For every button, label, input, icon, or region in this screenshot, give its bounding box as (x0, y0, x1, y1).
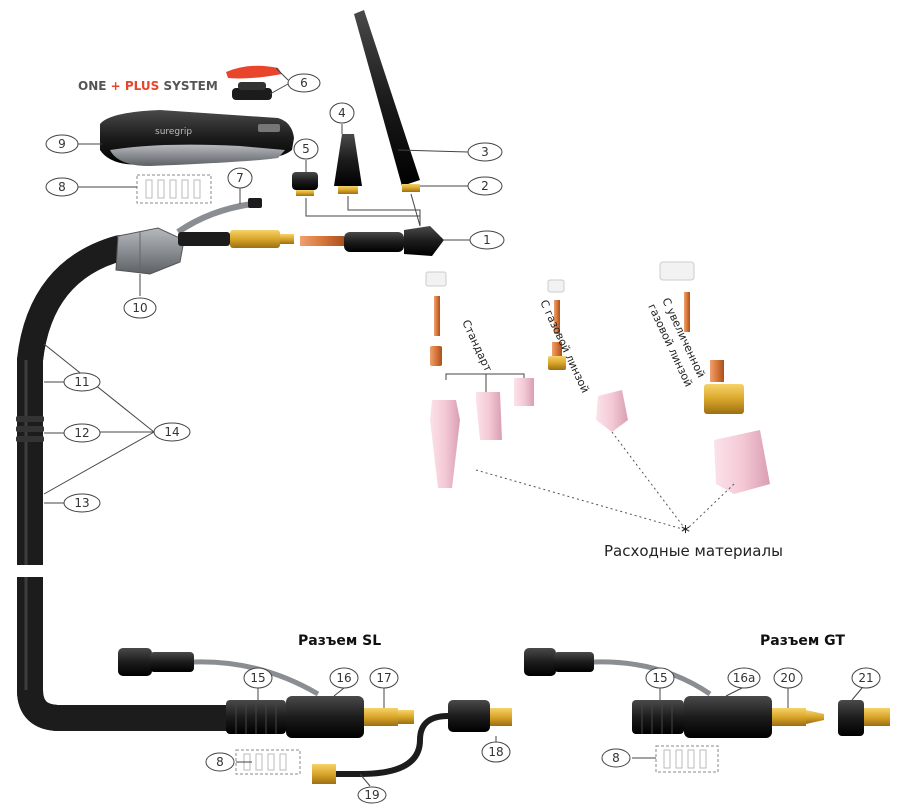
svg-text:11: 11 (74, 375, 89, 389)
consumables-label: Расходные материалы (604, 542, 783, 560)
callout-5: 5 (293, 138, 319, 160)
svg-text:18: 18 (488, 745, 503, 759)
logo-system: SYSTEM (163, 79, 217, 93)
svg-text:9: 9 (58, 137, 66, 151)
svg-text:8: 8 (216, 755, 224, 769)
part-5-back-cap-short (292, 172, 318, 196)
callout-12: 12 (63, 423, 101, 443)
group-label-standard: Стандарт (459, 318, 495, 375)
svg-text:4: 4 (338, 106, 346, 120)
svg-text:16a: 16a (733, 671, 756, 685)
callout-19: 19 (357, 786, 387, 804)
hose-brass-fitting (178, 230, 294, 248)
svg-text:14: 14 (164, 425, 179, 439)
part-18-19-gas-adaptor-hose (312, 700, 512, 784)
svg-text:17: 17 (376, 671, 391, 685)
part-8-rings-gt (655, 745, 719, 773)
callout-15-gt: 15 (645, 667, 675, 689)
callout-21: 21 (851, 667, 881, 689)
callout-17: 17 (369, 667, 399, 689)
hose-assembly (10, 235, 243, 731)
part-16-connector-body-sl (286, 696, 364, 738)
callout-9: 9 (45, 134, 79, 154)
sl-connector-title: Разъем SL (298, 633, 381, 649)
callout-11: 11 (63, 372, 101, 392)
part-20-power-adaptor-gt (772, 708, 824, 726)
callout-10: 10 (123, 297, 157, 319)
cap-leader-lines (305, 193, 421, 227)
svg-text:7: 7 (236, 171, 244, 185)
consumables-standard (425, 271, 534, 488)
part-3-back-cap-long (354, 10, 420, 186)
svg-text:8: 8 (58, 180, 66, 194)
part-7-switch-lead (176, 198, 262, 235)
one-plus-system-logo: ONE + PLUS SYSTEM (78, 79, 218, 93)
svg-text:ONE + PLUS S: ONE + PLUS SYSTEM (78, 79, 218, 93)
svg-text:6: 6 (300, 76, 308, 90)
callout-8-sl: 8 (205, 752, 235, 772)
callout-16a: 16a (727, 667, 761, 689)
svg-text:21: 21 (858, 671, 873, 685)
svg-text:3: 3 (481, 145, 489, 159)
svg-text:1: 1 (483, 233, 491, 247)
svg-text:5: 5 (302, 142, 310, 156)
leader-lines (43, 67, 863, 787)
svg-text:С газовой линзой: С газовой линзой (537, 298, 592, 395)
svg-text:15: 15 (652, 671, 667, 685)
svg-text:19: 19 (364, 788, 379, 802)
callout-16: 16 (329, 667, 359, 689)
svg-text:2: 2 (481, 179, 489, 193)
callout-20: 20 (773, 667, 803, 689)
logo-plus: PLUS (125, 79, 159, 93)
svg-text:Разъем GT: Разъем GT (760, 633, 845, 649)
callout-1: 1 (469, 230, 505, 250)
sl-control-plug (118, 648, 320, 697)
part-17-power-adaptor-sl (364, 708, 414, 726)
callout-8-top: 8 (45, 177, 79, 197)
part-16a-connector-body-gt (684, 696, 772, 738)
callout-13: 13 (63, 493, 101, 513)
gt-control-plug (524, 648, 712, 697)
consumables-pointers (475, 431, 735, 531)
svg-text:15: 15 (250, 671, 265, 685)
logo-plus-sign: + (111, 79, 121, 93)
part-9-handle: suregrip (100, 110, 294, 166)
part-15-strain-relief-sl (226, 700, 286, 734)
svg-text:13: 13 (74, 496, 89, 510)
callout-4: 4 (329, 102, 355, 124)
callout-15-sl: 15 (243, 667, 273, 689)
logo-one: ONE (78, 79, 106, 93)
callout-7: 7 (227, 167, 253, 189)
svg-text:Стандарт: Стандарт (459, 318, 495, 375)
gt-connector-title: Разъем GT (760, 633, 845, 649)
part-8-rings-top (136, 174, 212, 204)
svg-text:12: 12 (74, 426, 89, 440)
group-label-large-gas-lens: С увеличенной газовой линзой (645, 296, 707, 389)
svg-text:8: 8 (612, 751, 620, 765)
group-label-gas-lens: С газовой линзой (537, 298, 592, 395)
part-2-o-ring (402, 184, 420, 192)
consumables-asterisk: * (681, 522, 690, 543)
part-15-strain-relief-gt (632, 700, 684, 734)
handle-brand: suregrip (155, 127, 192, 137)
callout-14: 14 (153, 422, 191, 442)
part-6-control-module (226, 65, 282, 100)
consumables-gas-lens (547, 279, 628, 432)
svg-text:20: 20 (780, 671, 795, 685)
part-4-back-cap-medium (334, 134, 362, 194)
callout-2: 2 (467, 176, 503, 196)
part-21-nut-gt (838, 700, 890, 736)
svg-text:16: 16 (336, 671, 351, 685)
callout-18: 18 (481, 741, 511, 763)
svg-text:Разъем SL: Разъем SL (298, 633, 381, 649)
callout-3: 3 (467, 142, 503, 162)
callout-8-gt: 8 (601, 748, 631, 768)
part-10-hose-boot (115, 227, 185, 275)
svg-text:10: 10 (132, 301, 147, 315)
part-1-torch-body (300, 226, 444, 256)
consumables-large-gas-lens (659, 261, 770, 494)
callout-6: 6 (287, 73, 321, 93)
